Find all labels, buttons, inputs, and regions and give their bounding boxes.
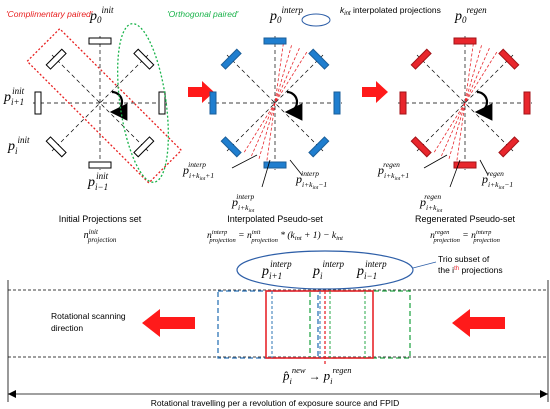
travel-head-left — [8, 390, 16, 398]
complimentary-label: 'Complimentary paired' — [6, 9, 93, 19]
detector-interp-7 — [220, 48, 242, 70]
trio-p-i1: pi+1interp — [261, 259, 292, 281]
caption-init: Initial Projections set — [59, 214, 142, 224]
complimentary-box — [26, 27, 183, 184]
label-pim1-init: pi−1init — [87, 171, 109, 192]
caption-regen: Regenerated Pseudo-set — [415, 214, 516, 224]
regen-interpolated-lines — [432, 43, 498, 163]
travel-head-right — [540, 390, 548, 398]
scan-strip: pi+1interp piinterp pi−1interp Trio subs… — [7, 250, 549, 408]
caption-interp: Interpolated Pseudo-set — [227, 214, 323, 224]
panel-init: 'Complimentary paired' 'Orthogonal paire… — [3, 5, 239, 244]
init-detectors — [34, 37, 166, 169]
blue-dashed-frame — [217, 290, 319, 359]
detector-regen-2 — [523, 91, 531, 115]
detector-init-3 — [133, 136, 155, 158]
detector-regen-7 — [410, 48, 432, 70]
regen-detectors — [399, 37, 531, 169]
leader-1 — [231, 154, 258, 169]
detector-regen-4 — [453, 161, 477, 169]
leader-6 — [479, 159, 489, 176]
interp-fan-line-3 — [242, 51, 308, 155]
label-pi1-init: pi+1init — [3, 86, 25, 107]
label-pik1-regen: pi+kint+1regen — [377, 160, 409, 182]
detector-interp-6 — [209, 91, 217, 115]
mapping-label: p̂inew → piregen — [282, 365, 352, 386]
leader-2 — [261, 159, 271, 188]
detector-interp-1 — [308, 48, 330, 70]
interp-detectors — [209, 37, 341, 169]
leader-5 — [449, 159, 461, 188]
label-pik1-interp: pi+kint+1interp — [182, 160, 214, 182]
leader-4 — [423, 154, 448, 169]
k-int-ellipse — [301, 13, 331, 27]
detector-regen-5 — [410, 136, 432, 158]
detector-regen-0 — [453, 37, 477, 45]
detector-interp-3 — [308, 136, 330, 158]
detector-init-2 — [158, 91, 166, 115]
rotation-arrow-init — [109, 90, 128, 121]
flow-arrow-2 — [362, 81, 388, 103]
detector-init-5 — [45, 136, 67, 158]
trio-p-i: piinterp — [312, 259, 345, 281]
rotation-arrow-interp — [284, 90, 303, 121]
rotation-arrow-regen — [474, 90, 493, 121]
trio-desc-2: the ith projections — [438, 265, 503, 275]
detector-interp-0 — [263, 37, 287, 45]
label-pikm1-regen: pi+kint−1regen — [481, 169, 513, 191]
trio-p-im1: pi−1interp — [356, 259, 387, 281]
scan-arrow-right — [452, 309, 505, 337]
detector-init-4 — [88, 161, 112, 169]
panel-regen: p0regen pi+kint+1regen pi+kintregen pi+k… — [377, 5, 532, 244]
interp-interpolated-lines — [242, 43, 308, 163]
detector-interp-5 — [220, 136, 242, 158]
detector-init-7 — [45, 48, 67, 70]
k-int-label: kint interpolated projections — [340, 5, 441, 17]
orthogonal-label: 'Orthogonal paired' — [167, 9, 239, 19]
trio-ellipse — [236, 250, 414, 290]
detector-interp-4 — [263, 161, 287, 169]
detector-regen-1 — [498, 48, 520, 70]
trio-desc-1: Trio subset of — [438, 254, 490, 264]
footer-bg — [135, 398, 415, 408]
footer-text: Rotational travelling per a revolution o… — [151, 398, 400, 408]
label-p0-init: p0init — [89, 5, 114, 25]
label-p0-interp: p0interp — [269, 5, 303, 25]
orthogonal-ellipse — [116, 23, 170, 183]
label-pik-interp: pi+kintinterp — [231, 192, 255, 214]
scan-direction-2: direction — [51, 323, 83, 333]
scan-arrow-left — [142, 309, 195, 337]
detector-init-0 — [88, 37, 112, 45]
label-p0-regen: p0regen — [454, 5, 487, 25]
detector-regen-6 — [399, 91, 407, 115]
detector-init-1 — [133, 48, 155, 70]
label-pik-regen: pi+kintregen — [419, 192, 443, 214]
scan-direction-1: Rotational scanning — [51, 311, 126, 321]
detector-regen-3 — [498, 136, 520, 158]
regen-fan-line-3 — [432, 51, 498, 155]
leader-3 — [289, 159, 303, 176]
detector-interp-2 — [333, 91, 341, 115]
init-dashed-lines — [33, 36, 167, 170]
detector-init-6 — [34, 91, 42, 115]
panel-interp: p0interp kint interpolated projections p… — [182, 5, 441, 244]
flow-arrow-1 — [188, 81, 214, 103]
label-pi-init: piinit — [7, 135, 30, 156]
trio-leader — [412, 261, 437, 269]
